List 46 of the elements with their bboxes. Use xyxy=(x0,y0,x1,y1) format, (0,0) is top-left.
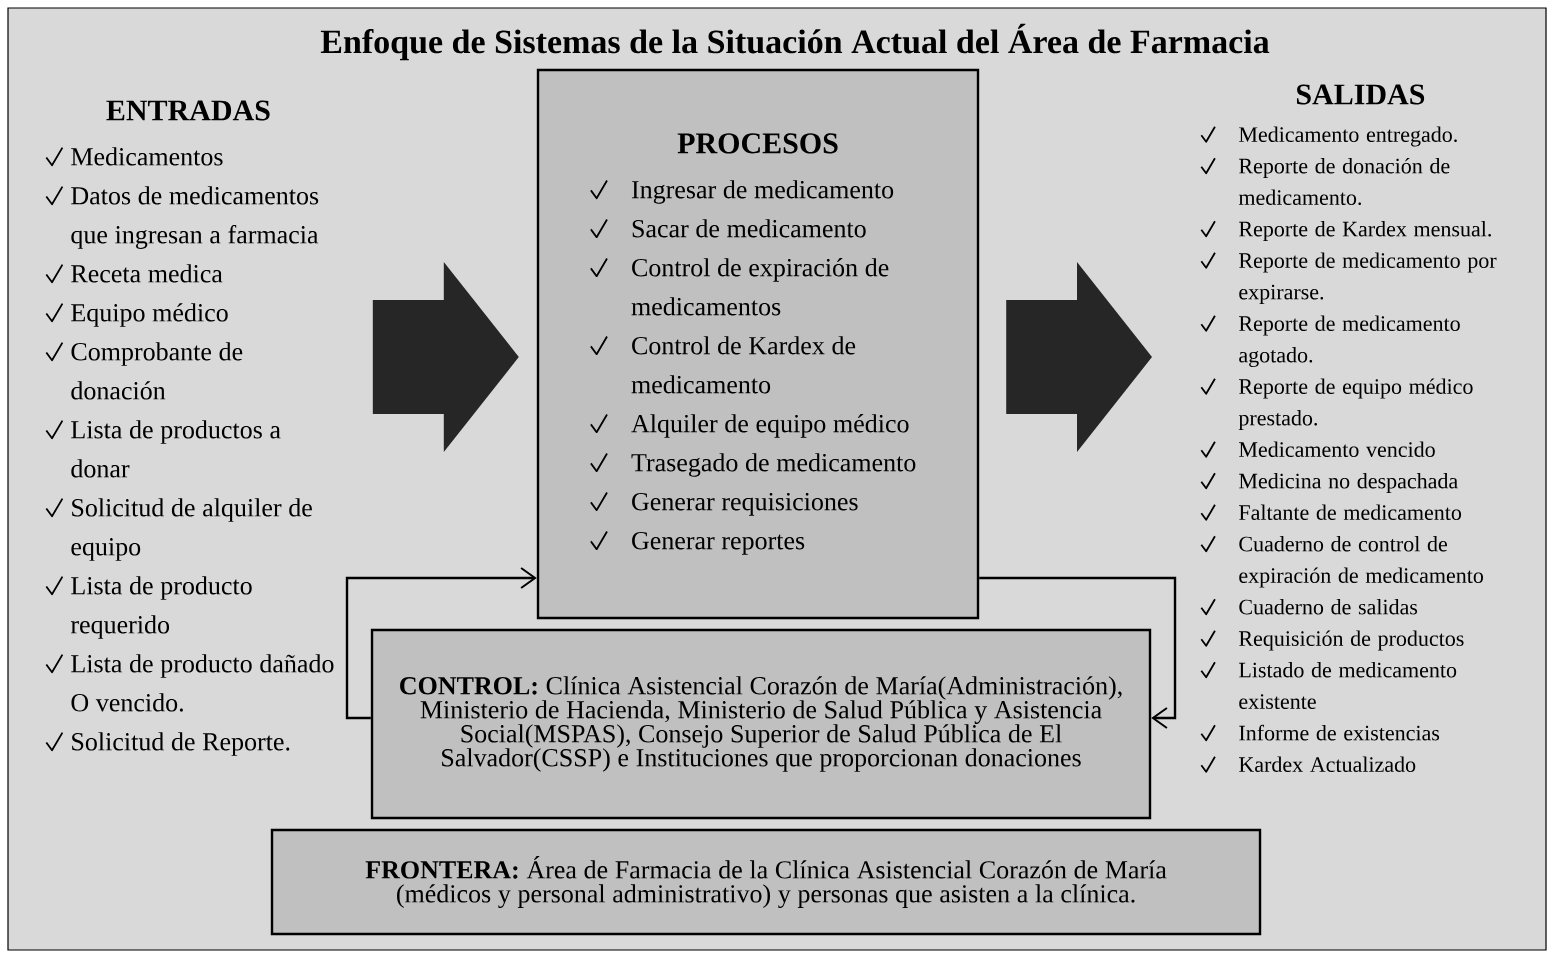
list-item: Ingresar de medicamento xyxy=(631,180,894,204)
heading: SALIDAS xyxy=(1297,84,1425,105)
list-item: Listado de medicamento existente xyxy=(1239,662,1457,709)
list-item: Control de Kardex de medicamento xyxy=(631,336,856,394)
arrow xyxy=(372,262,519,452)
list-item: Reporte de medicamento por expirarse. xyxy=(1239,252,1497,304)
list-item: Trasegado de medicamento xyxy=(631,453,916,477)
list-item: Medicamentos xyxy=(71,147,223,166)
list-item: Equipo médico xyxy=(71,303,228,327)
list-item: Medicamento vencido xyxy=(1239,441,1435,457)
list-item: Reporte de Kardex mensual. xyxy=(1239,221,1491,241)
heading: ENTRADAS xyxy=(106,100,270,121)
process-box xyxy=(536,68,980,620)
list-block xyxy=(1200,84,1497,773)
list-item: Receta medica xyxy=(71,264,223,283)
list-block xyxy=(45,100,334,756)
list-item: Lista de producto dañado O vencido. xyxy=(71,654,334,712)
list-item: Medicina no despachada xyxy=(1239,473,1458,493)
arrow xyxy=(1006,262,1152,452)
list-item: Generar requisiciones xyxy=(632,492,858,516)
heading: PROCESOS xyxy=(677,133,838,154)
list-item: Requisición de productos xyxy=(1239,630,1464,651)
arrow xyxy=(345,567,537,720)
text-box: FRONTERA: Área de Farmacia de la Clínica Asistencial Corazón de María (médicos y personal administrativo) y personas que asisten a la clínica. xyxy=(270,828,1262,936)
list-item: Cuaderno de salidas xyxy=(1239,599,1418,615)
list-item: Reporte de equipo médico prestado. xyxy=(1238,378,1473,430)
title: Enfoque de Sistemas de la Situación Actual del Área de Farmacia xyxy=(320,23,1270,61)
list-item: Reporte de medicamento agotado. xyxy=(1239,315,1460,367)
list-item: Reporte de donación de medicamento. xyxy=(1238,158,1450,206)
list-item: Datos de medicamentos que ingresan a farmacia xyxy=(71,186,319,249)
list-item: Control de expiración de medicamentos xyxy=(631,258,889,316)
text-box: CONTROL: Clínica Asistencial Corazón de María(Administración), Ministerio de Hacienda, Ministerio de Salud Pública y Asistencia Social(MSPAS), Consejo Superior de Salud Pública de El Salvador(CSSP) e Instituciones que proporcionan donaciones xyxy=(370,628,1152,820)
list-item: Informe de existencias xyxy=(1239,724,1440,741)
list-item: Alquiler de equipo médico xyxy=(631,414,909,438)
list-item: Faltante de medicamento xyxy=(1239,504,1462,520)
list-item: Lista de productos a donar xyxy=(71,420,281,478)
arrow xyxy=(979,576,1177,729)
list-item: Lista de producto requerido xyxy=(70,576,252,639)
list-item: Kardex Actualizado xyxy=(1239,756,1416,772)
list-item: Solicitud de alquiler de equipo xyxy=(71,498,312,561)
list-item: Medicamento entregado. xyxy=(1239,126,1457,147)
list-item: Solicitud de Reporte. xyxy=(72,732,290,756)
list-item: Cuaderno de control de expiración de medicamento xyxy=(1239,536,1484,588)
list-item: Comprobante de donación xyxy=(71,342,243,400)
list-item: Generar reportes xyxy=(632,531,805,555)
list-item: Sacar de medicamento xyxy=(632,219,866,238)
